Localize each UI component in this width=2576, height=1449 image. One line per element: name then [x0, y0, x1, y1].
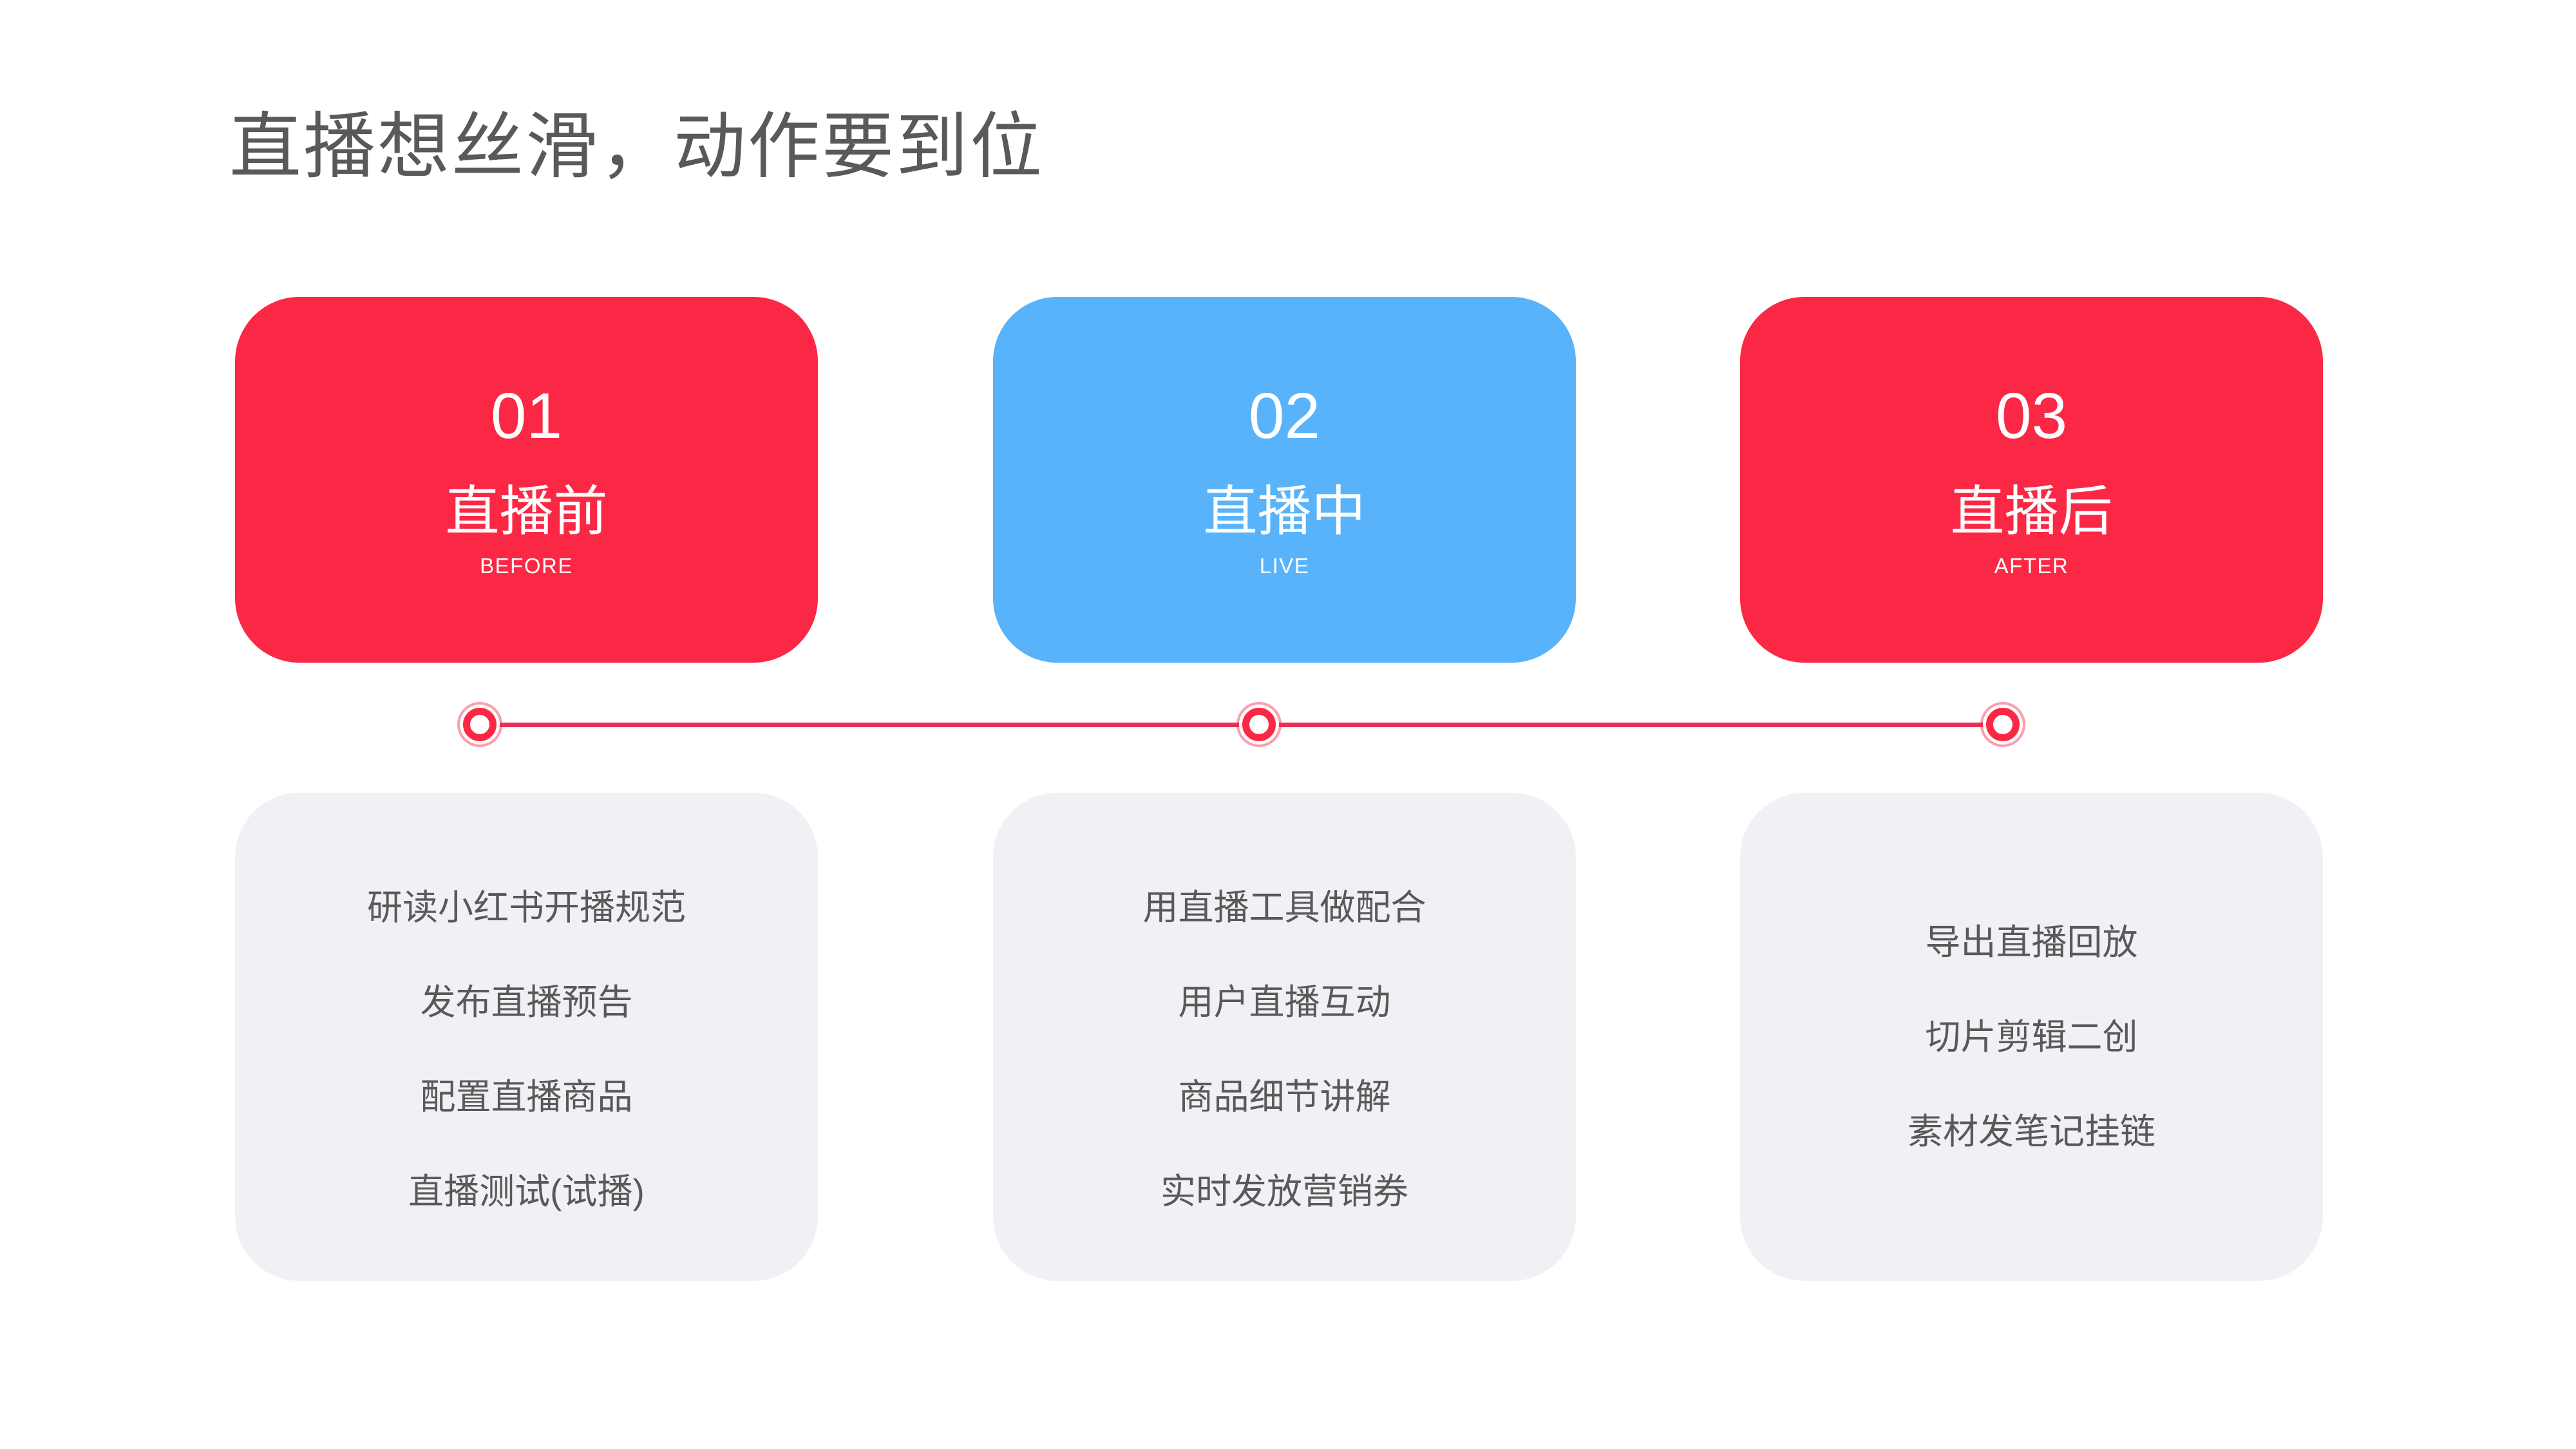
page-title: 直播想丝滑，动作要到位 — [229, 106, 1044, 187]
task-item: 商品细节讲解 — [1178, 1077, 1391, 1117]
task-panel-live: 用直播工具做配合 用户直播互动 商品细节讲解 实时发放营销券 — [993, 793, 1576, 1281]
task-item: 研读小红书开播规范 — [366, 887, 686, 927]
stage-caption: BEFORE — [480, 553, 573, 578]
task-panel-before: 研读小红书开播规范 发布直播预告 配置直播商品 直播测试(试播) — [235, 793, 818, 1281]
task-panel-after: 导出直播回放 切片剪辑二创 素材发笔记挂链 — [1740, 793, 2323, 1281]
task-item: 切片剪辑二创 — [1925, 1016, 2138, 1057]
task-item: 实时发放营销券 — [1160, 1171, 1408, 1211]
task-item: 发布直播预告 — [420, 982, 633, 1022]
task-item: 直播测试(试播) — [408, 1171, 645, 1211]
task-item: 素材发笔记挂链 — [1907, 1111, 2155, 1151]
stage-card-after: 03 直播后 AFTER — [1740, 297, 2323, 663]
stage-name: 直播中 — [1203, 480, 1366, 542]
stage-card-before: 01 直播前 BEFORE — [235, 297, 818, 663]
task-item: 导出直播回放 — [1925, 922, 2138, 962]
stage-card-live: 02 直播中 LIVE — [993, 297, 1576, 663]
task-item: 配置直播商品 — [420, 1077, 633, 1117]
task-item: 用户直播互动 — [1178, 982, 1391, 1022]
stage-caption: LIVE — [1259, 553, 1310, 578]
stage-name: 直播后 — [1950, 480, 2113, 542]
stage-caption: AFTER — [1994, 553, 2069, 578]
timeline-line — [480, 723, 2003, 727]
timeline-node-after — [1986, 708, 2020, 741]
stage-name: 直播前 — [445, 480, 608, 542]
stage-number: 02 — [1248, 379, 1321, 452]
timeline-node-before — [463, 708, 497, 741]
stage-number: 01 — [490, 379, 563, 452]
task-item: 用直播工具做配合 — [1142, 887, 1426, 927]
timeline-node-live — [1242, 708, 1276, 741]
stage-number: 03 — [1995, 379, 2068, 452]
